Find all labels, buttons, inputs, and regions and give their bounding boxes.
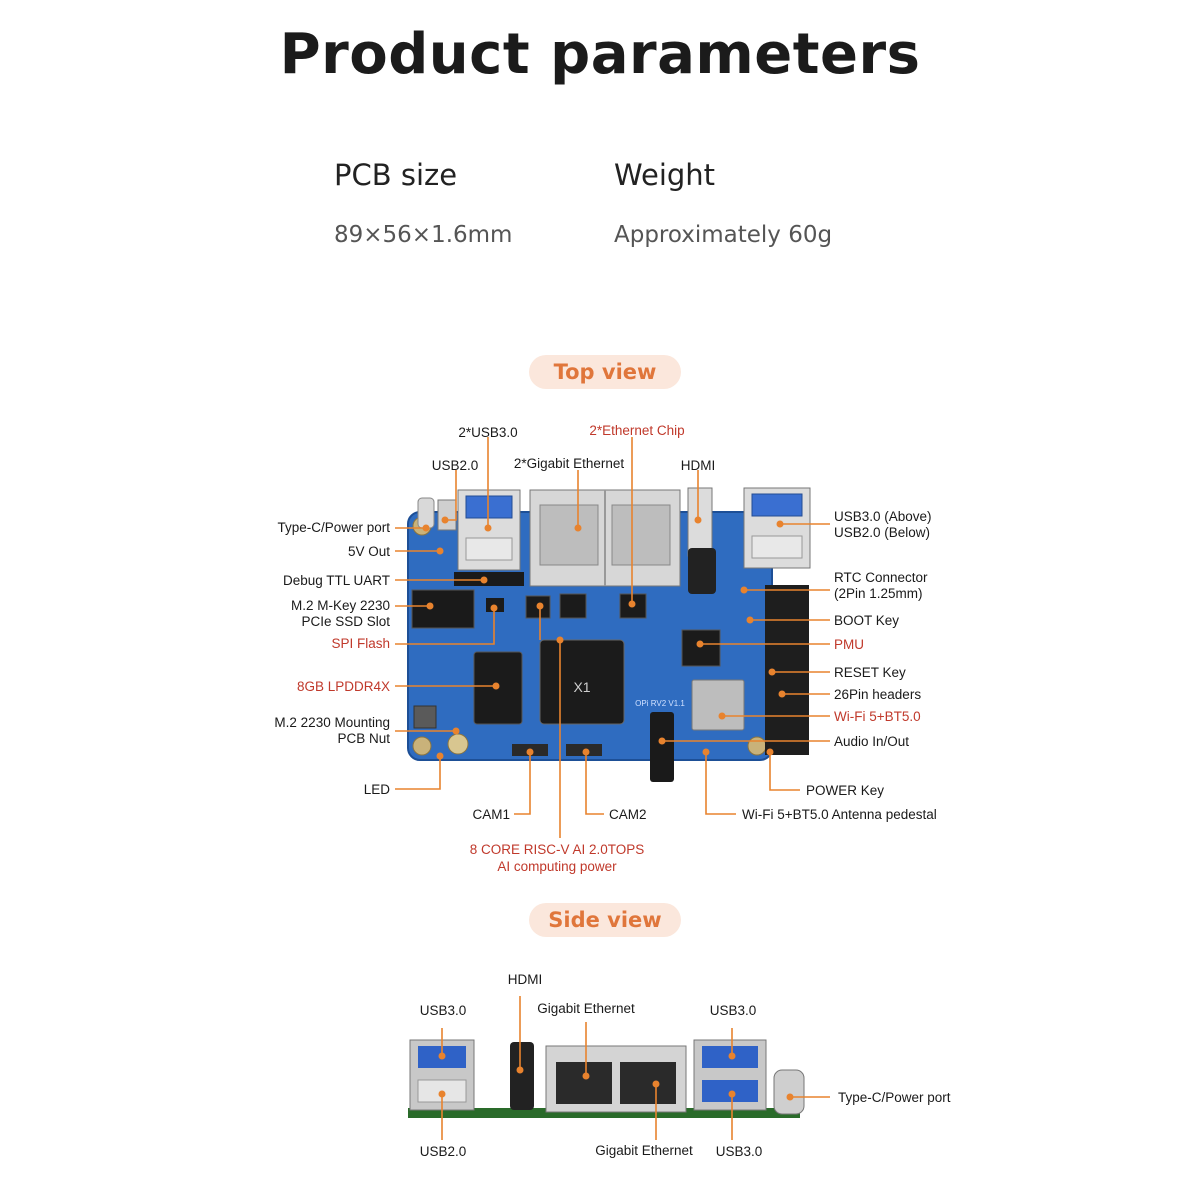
label-usb2: USB2.0 [431, 458, 479, 473]
label-debug-uart: Debug TTL UART [282, 573, 390, 588]
debug-header [454, 572, 524, 586]
usb2-port [437, 499, 457, 531]
label-power-key: POWER Key [806, 783, 885, 798]
usb3-tongue [465, 537, 513, 561]
side-label-hdmi: HDMI [507, 972, 543, 987]
side-hdmi [510, 1042, 534, 1110]
label-spi-flash: SPI Flash [331, 636, 390, 651]
soc-chip [539, 639, 625, 725]
label-core-line2: AI computing power [497, 859, 617, 874]
label-m2-line1: M.2 M-Key 2230 [290, 598, 390, 613]
side-view-tag: Side view [529, 903, 681, 937]
label-cam1: CAM1 [472, 807, 510, 822]
pmu-chip [681, 629, 721, 667]
page-title: Product parameters [279, 22, 921, 87]
weight-value: Approximately 60g [614, 222, 833, 248]
top-view-tag: Top view [529, 355, 681, 389]
label-audio: Audio In/Out [834, 734, 910, 749]
label-gigabit-pair: 2*Gigabit Ethernet [513, 456, 625, 471]
label-lpddr: 8GB LPDDR4X [296, 679, 390, 694]
pcb-size-label: PCB size [334, 158, 458, 192]
side-pcb [408, 1108, 800, 1118]
side-typec [773, 1069, 805, 1115]
label-26pin-headers: 26Pin headers [834, 687, 922, 702]
m2-slot [411, 589, 475, 629]
label-antenna: Wi-Fi 5+BT5.0 Antenna pedestal [742, 807, 937, 822]
label-boot-key: BOOT Key [834, 613, 900, 628]
callout-lines [395, 437, 830, 838]
mount-hole [747, 736, 767, 756]
label-wifi: Wi-Fi 5+BT5.0 [834, 709, 921, 724]
label-usb-below: USB2.0 (Below) [834, 525, 931, 540]
label-mount-line1: M.2 2230 Mounting [274, 715, 390, 730]
mount-nut [447, 733, 469, 755]
label-usb-above: USB3.0 (Above) [834, 509, 932, 524]
label-usb3-pair: 2*USB3.0 [458, 425, 518, 440]
label-led: LED [363, 782, 390, 797]
usb3-tongue [465, 495, 513, 519]
weight-label: Weight [614, 158, 716, 192]
wifi-module [691, 679, 745, 731]
side-label-typec: Type-C/Power port [838, 1090, 951, 1105]
label-ethernet-chip: 2*Ethernet Chip [589, 423, 685, 438]
label-hdmi: HDMI [680, 458, 716, 473]
svg-text:OPi RV2 V1.1: OPi RV2 V1.1 [635, 699, 685, 708]
label-m2-line2: PCIe SSD Slot [301, 614, 390, 629]
label-5v-out: 5V Out [347, 544, 390, 559]
label-pmu: PMU [834, 637, 864, 652]
soc-label: X1 [573, 679, 590, 695]
side-label-gigabit-top: Gigabit Ethernet [537, 1001, 635, 1016]
pcb-size-value: 89×56×1.6mm [334, 222, 513, 248]
label-cam2: CAM2 [609, 807, 647, 822]
audio-jack [650, 712, 674, 782]
side-label-usb3-right-bottom: USB3.0 [715, 1144, 763, 1159]
label-mount-line2: PCB Nut [337, 731, 390, 746]
audio-jack-top [688, 548, 716, 594]
side-label-usb2-left: USB2.0 [419, 1144, 467, 1159]
label-reset-key: RESET Key [834, 665, 906, 680]
label-typec: Type-C/Power port [277, 520, 390, 535]
side-label-usb3-right-top: USB3.0 [709, 1003, 757, 1018]
label-core-line1: 8 CORE RISC-V AI 2.0TOPS [469, 842, 645, 857]
callout-dots [422, 516, 786, 760]
side-label-usb3-left: USB3.0 [419, 1003, 467, 1018]
side-callout-lines [441, 996, 830, 1140]
label-rtc-line1: RTC Connector [834, 570, 928, 585]
mount-hole [412, 736, 432, 756]
label-rtc-line2: (2Pin 1.25mm) [834, 586, 923, 601]
typec-port [417, 497, 435, 529]
side-label-gigabit-bottom: Gigabit Ethernet [595, 1143, 693, 1158]
